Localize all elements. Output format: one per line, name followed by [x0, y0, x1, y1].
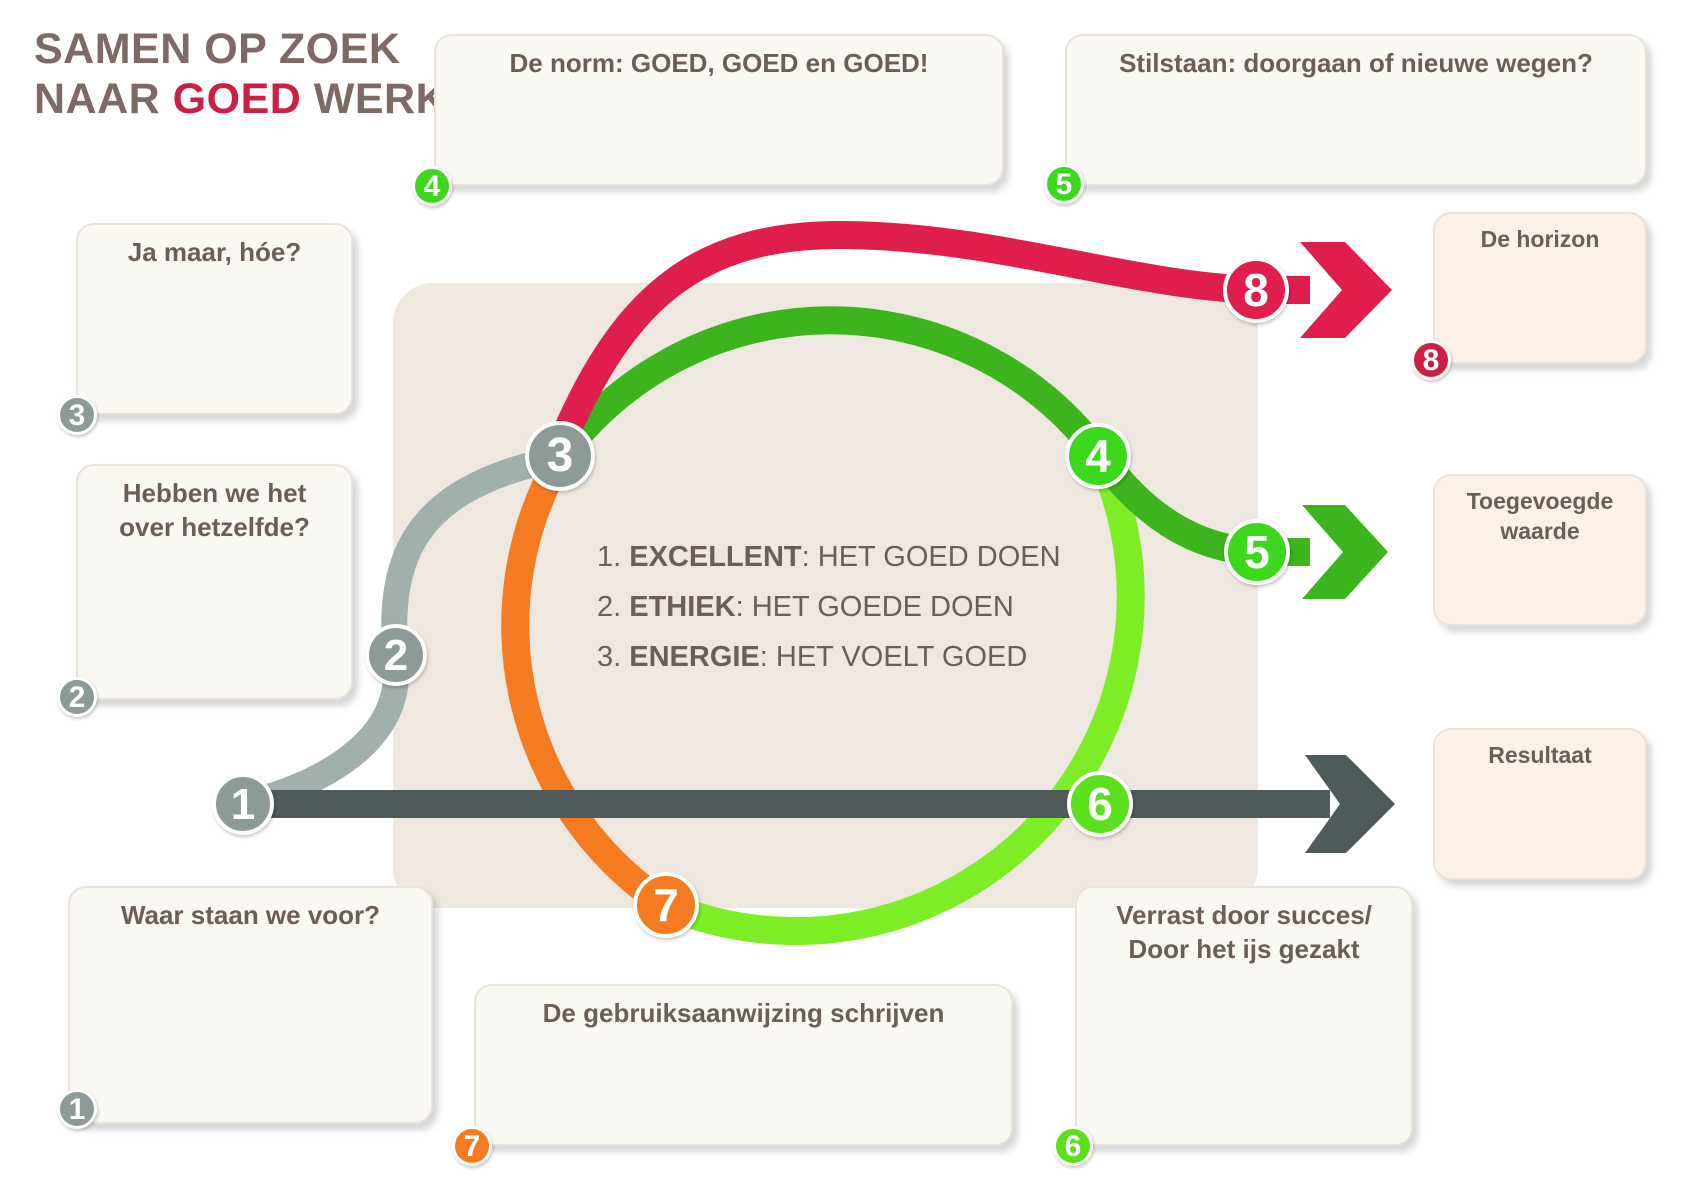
box-badge-3: 3 — [57, 395, 97, 435]
route-marker-8: 8 — [1223, 257, 1289, 323]
box-10[interactable]: Resultaat — [1433, 728, 1647, 880]
box-badge-1: 1 — [57, 1089, 97, 1129]
route-marker-6: 6 — [1067, 771, 1133, 837]
box-2-title: Hebben we het over hetzelfde? — [119, 478, 310, 542]
box-4-title: De norm: GOED, GOED en GOED! — [509, 48, 929, 78]
box-1-title: Waar staan we voor? — [120, 900, 381, 930]
box-4[interactable]: De norm: GOED, GOED en GOED! — [434, 34, 1004, 186]
box-badge-5: 5 — [1044, 164, 1084, 204]
title-line-1: SAMEN OP ZOEK — [34, 25, 401, 73]
box-7-title: De gebruiksaanwijzing schrijven — [542, 998, 945, 1028]
route-marker-5: 5 — [1224, 519, 1290, 585]
route-marker-7: 7 — [633, 872, 699, 938]
title-line-2c: WERK — [301, 75, 448, 123]
norm-2: 2. ETHIEK: HET GOEDE DOEN — [597, 591, 1014, 623]
box-9-title: Toegevoegde waarde — [1466, 488, 1614, 544]
box-badge-2: 2 — [57, 677, 97, 717]
route-green-arc — [548, 306, 1112, 467]
box-6[interactable]: Verrast door succes/ Door het ijs gezakt — [1075, 886, 1413, 1146]
route-orange-arc — [501, 451, 674, 917]
route-marker-2: 2 — [365, 624, 427, 686]
route-marker-3: 3 — [525, 421, 595, 491]
title-accent-word: GOED — [172, 75, 302, 123]
box-badge-4: 4 — [412, 166, 452, 206]
box-3[interactable]: Ja maar, hóe? — [76, 223, 353, 415]
route-marker-1: 1 — [212, 773, 274, 835]
box-badge-6: 6 — [1053, 1126, 1093, 1166]
arrow-red — [1300, 242, 1392, 338]
box-5-title: Stilstaan: doorgaan of nieuwe wegen? — [1119, 48, 1593, 78]
norms-list: 1. EXCELLENT: HET GOED DOEN 2. ETHIEK: H… — [597, 532, 1061, 682]
box-10-title: Resultaat — [1488, 742, 1592, 768]
route-light-green-arc — [660, 450, 1145, 946]
box-6-title: Verrast door succes/ Door het ijs gezakt — [1116, 900, 1372, 964]
center-panel — [393, 283, 1258, 908]
route-marker-4: 4 — [1065, 423, 1131, 489]
box-badge-8: 8 — [1411, 340, 1451, 380]
box-8-title: De horizon — [1480, 226, 1600, 252]
arrow-dark — [1305, 755, 1395, 853]
box-3-title: Ja maar, hóe? — [127, 237, 302, 267]
box-9[interactable]: Toegevoegde waarde — [1433, 474, 1647, 626]
norm-1: 1. EXCELLENT: HET GOED DOEN — [597, 541, 1061, 573]
box-8[interactable]: De horizon — [1433, 212, 1647, 364]
arrow-green — [1302, 505, 1388, 599]
box-2[interactable]: Hebben we het over hetzelfde? — [76, 464, 353, 700]
box-1[interactable]: Waar staan we voor? — [68, 886, 433, 1124]
norm-3: 3. ENERGIE: HET VOELT GOED — [597, 641, 1028, 673]
box-badge-7: 7 — [452, 1126, 492, 1166]
title-line-2a: NAAR — [34, 75, 173, 123]
page-title: SAMEN OP ZOEK NAAR GOED WERK — [34, 24, 447, 124]
box-7[interactable]: De gebruiksaanwijzing schrijven — [474, 984, 1013, 1146]
route-red-path — [550, 220, 1310, 446]
route-dark-line — [250, 790, 1330, 818]
box-5[interactable]: Stilstaan: doorgaan of nieuwe wegen? — [1065, 34, 1647, 186]
